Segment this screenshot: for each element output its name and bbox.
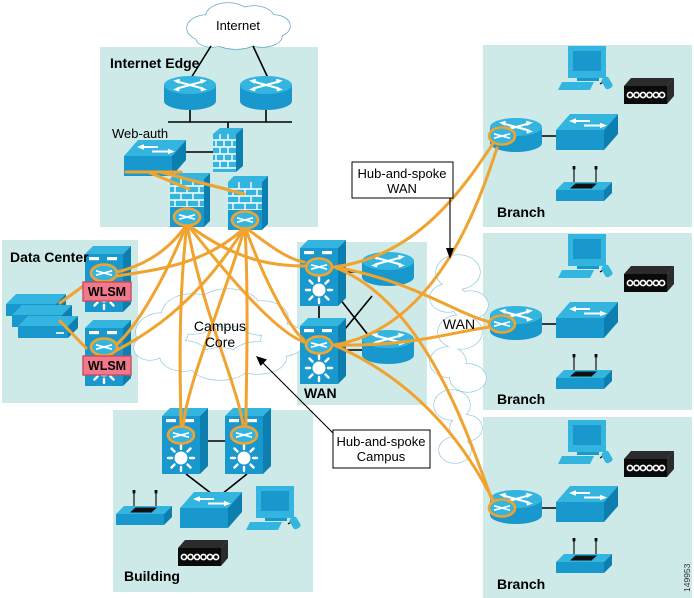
data-center-label: Data Center xyxy=(10,249,89,265)
branch-top-switch-icon xyxy=(555,113,619,151)
campus-core-cloud xyxy=(133,288,306,381)
web-auth-label: Web-auth xyxy=(112,126,168,141)
building-switch-1-tunnel-oval-icon xyxy=(166,425,196,445)
hub-and-spoke-wan-leader xyxy=(446,198,454,259)
dc-wlsm-1-tunnel-oval-icon xyxy=(89,263,119,283)
branch-top-modem-icon xyxy=(623,77,675,105)
campus-core-label-line2: Core xyxy=(205,334,236,350)
branch-middle-label: Branch xyxy=(497,391,545,407)
hub-and-spoke-campus-line1: Hub-and-spoke xyxy=(337,434,426,449)
building-label: Building xyxy=(124,568,180,584)
building-modem-icon xyxy=(177,539,229,567)
wlsm-tag-bottom xyxy=(82,355,132,376)
wan-switch-1-tunnel-oval-icon xyxy=(304,257,334,277)
branch-top-label: Branch xyxy=(497,204,545,220)
wan-cloud-label: WAN xyxy=(443,316,475,332)
internet-cloud-label: Internet xyxy=(216,18,260,33)
branch-bottom-label: Branch xyxy=(497,576,545,592)
wan-cloud xyxy=(429,254,489,464)
hub-and-spoke-campus-leader xyxy=(256,356,335,435)
branch-top-router-tunnel-oval-icon xyxy=(487,126,517,146)
building-switch-2-tunnel-oval-icon xyxy=(229,425,259,445)
hub-and-spoke-wan-line2: WAN xyxy=(387,181,417,196)
figure-number: 149953 xyxy=(682,563,692,592)
campus-core-label-line1: Campus xyxy=(194,318,246,334)
wan-region-label: WAN xyxy=(304,385,337,401)
internet-edge-label: Internet Edge xyxy=(110,55,200,71)
edge-wism-2-tunnel-oval-icon xyxy=(230,210,260,230)
hub-and-spoke-campus-line2: Campus xyxy=(357,449,406,464)
wlsm-tag-bottom-label: WLSM xyxy=(88,359,126,373)
wireless-tunnel-links xyxy=(58,140,499,506)
dc-wlsm-2-tunnel-oval-icon xyxy=(89,337,119,357)
internet-cloud xyxy=(186,2,291,50)
hub-and-spoke-wan-line1: Hub-and-spoke xyxy=(358,166,447,181)
hub-and-spoke-campus-callout xyxy=(332,429,431,469)
wlsm-tag-top xyxy=(82,281,132,302)
branch-middle-switch-icon xyxy=(555,301,619,339)
internet-router-2-icon xyxy=(238,74,294,112)
branch-bottom-modem-icon xyxy=(623,450,675,478)
edge-wism-1-tunnel-oval-icon xyxy=(172,207,202,227)
internet-router-1-icon xyxy=(162,74,218,112)
branch-bottom-router-tunnel-oval-icon xyxy=(487,498,517,518)
server-slab-3-icon xyxy=(17,315,79,339)
wan-switch-2-tunnel-oval-icon xyxy=(304,335,334,355)
firewall-icon xyxy=(212,127,244,173)
branch-middle-modem-icon xyxy=(623,265,675,293)
wlsm-tag-top-label: WLSM xyxy=(88,285,126,299)
hub-and-spoke-wan-callout xyxy=(351,161,454,199)
branch-middle-router-tunnel-oval-icon xyxy=(487,314,517,334)
building-access-switch-icon xyxy=(179,491,243,529)
branch-bottom-switch-icon xyxy=(555,485,619,523)
